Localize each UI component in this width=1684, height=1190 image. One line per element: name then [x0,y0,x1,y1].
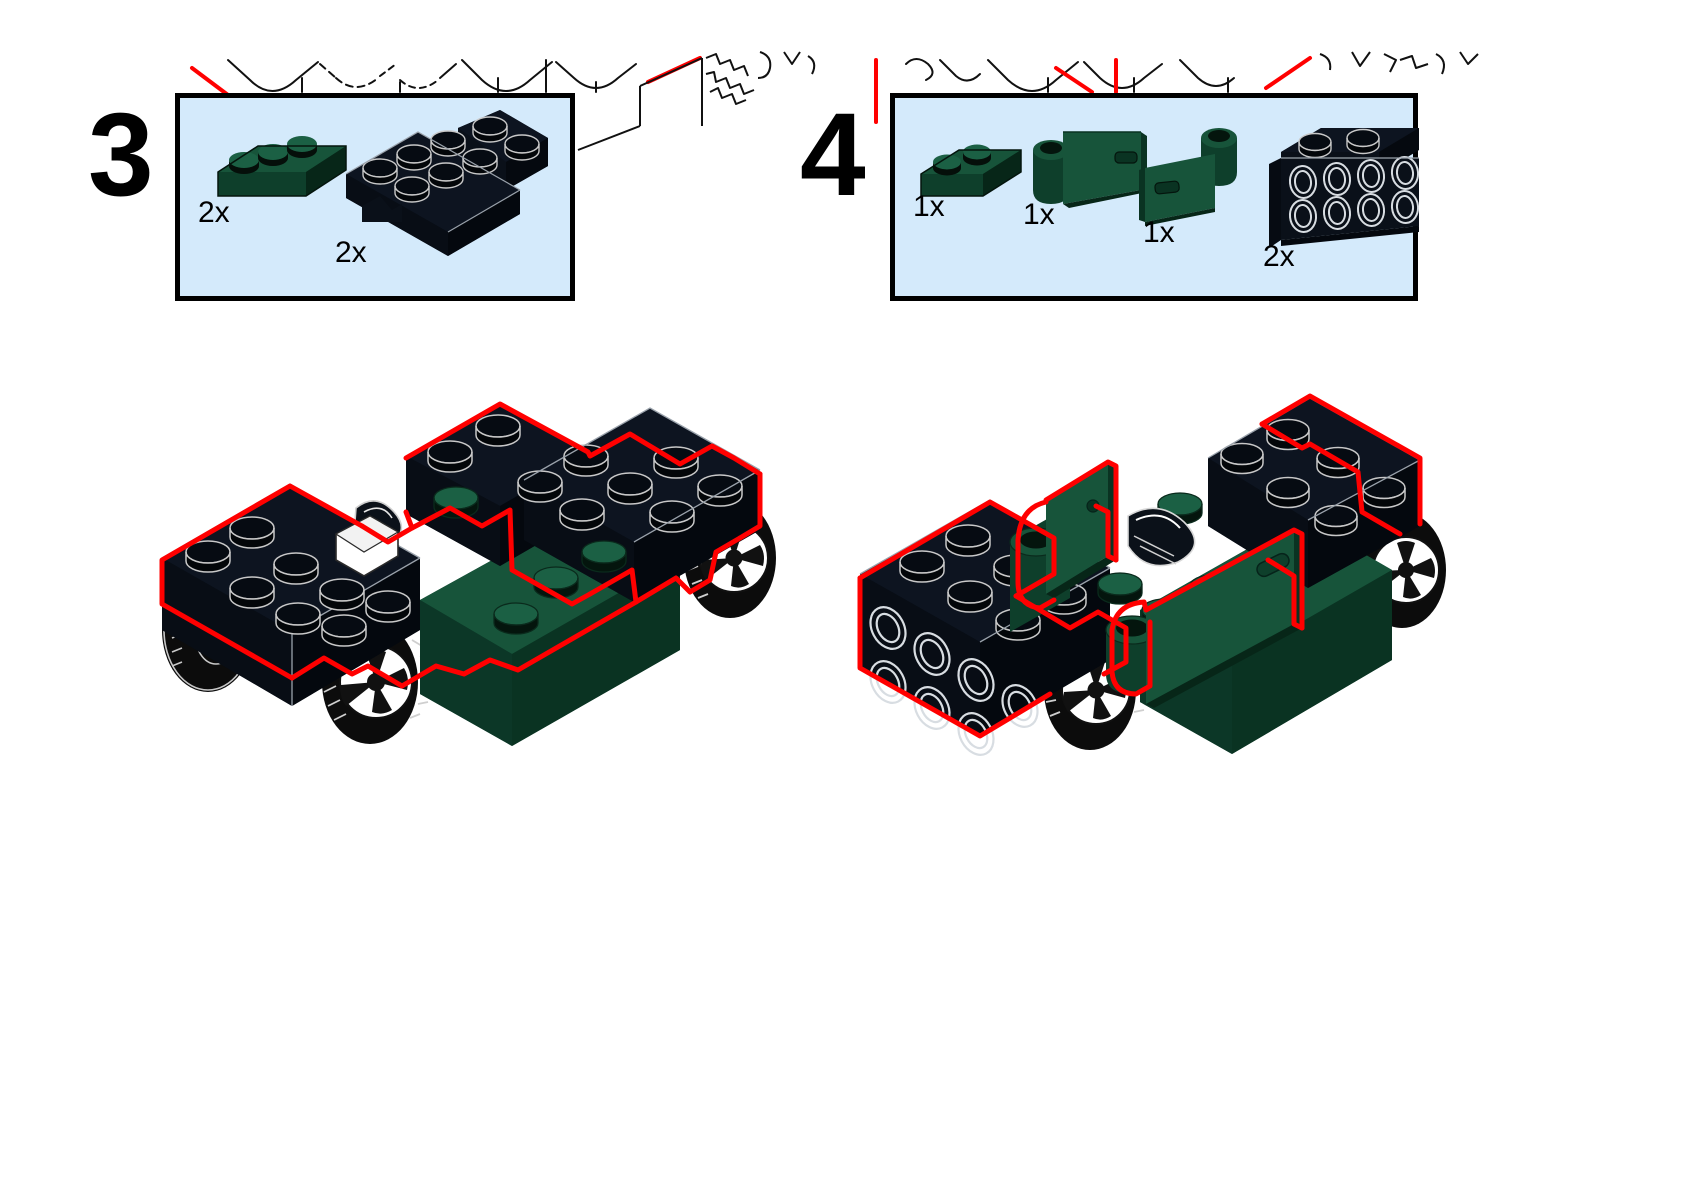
windscreen-element-step4 [1127,507,1196,567]
model-step-4 [840,330,1480,760]
part-door-panel-right-green [1023,116,1153,226]
part-mudguard-2x4-black [340,110,560,260]
parts-callout-step-3: 2x [175,93,575,301]
step-number-3: 3 [88,89,154,221]
part-qty-door-panel-left-green: 1x [1143,216,1175,249]
part-qty-plate-1x3-green: 2x [198,196,230,229]
part-plate-1x3-green [210,130,350,210]
part-qty-door-panel-right-green: 1x [1023,198,1055,231]
part-door-panel-left-green [1135,116,1265,236]
part-bracket-2x4-black [1255,108,1435,268]
part-qty-plate-1x2-green: 1x [913,190,945,223]
model-step-3 [120,330,776,760]
part-qty-bracket-2x4-black: 2x [1263,240,1295,273]
door-panel-front-green [1105,530,1302,708]
part-qty-mudguard-2x4-black: 2x [335,236,367,269]
step-number-4: 4 [800,89,866,221]
highlight-outline-step4 [857,393,1423,739]
highlight-outline [159,401,763,689]
part-plate-1x2-green [913,128,1033,206]
parts-callout-step-4: 1x 1x [890,93,1420,301]
